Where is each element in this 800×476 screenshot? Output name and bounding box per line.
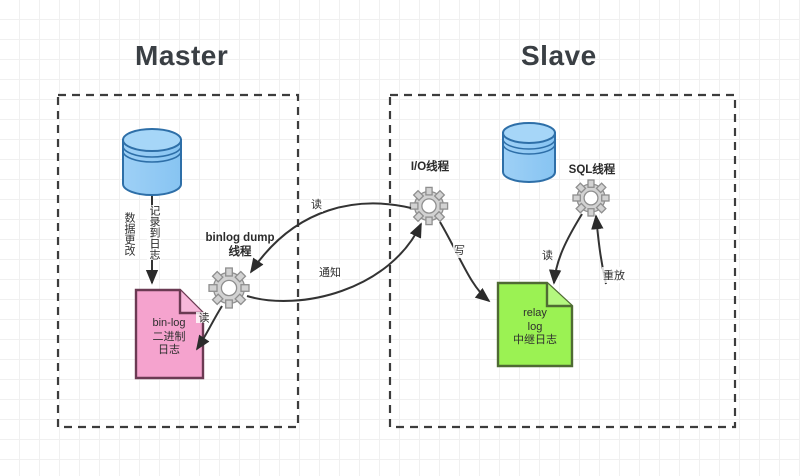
edge-label-replay: 重放 [602, 267, 626, 283]
io-thread-label: I/O线程 [410, 161, 450, 173]
edge-label-record-to-log: 记录到日志 [147, 205, 161, 260]
master-zone-title: Master [135, 40, 229, 71]
binlog-dump-gear-icon [208, 267, 250, 309]
sql-thread-gear-icon [572, 179, 610, 217]
edge-label-read-to-io: 读 [310, 196, 323, 212]
edge-label-data-change: 数据更改 [122, 212, 136, 256]
slave-zone-title: Slave [521, 40, 597, 71]
edge-label-notify: 通知 [318, 264, 342, 280]
binlog-document-icon [134, 288, 205, 380]
arrow-sql-reads-relay [548, 213, 583, 285]
arrow-io-reads-master [249, 202, 412, 274]
edge-label-write-relay: 写 [453, 242, 466, 258]
edge-label-read-relay: 读 [541, 247, 554, 263]
relay-log-document-icon [496, 281, 574, 368]
slave-zone-box [388, 93, 737, 429]
master-database-icon [122, 128, 182, 196]
edge-label-read-binlog: 读 [196, 312, 210, 323]
sql-thread-label: SQL线程 [568, 164, 616, 176]
io-thread-gear-icon [409, 186, 449, 226]
arrow-dump-notifies-io [246, 222, 422, 302]
arrow-dump-reads-binlog [196, 305, 223, 351]
master-zone-box [56, 93, 300, 429]
binlog-dump-thread-label: binlog dump 线程 [205, 232, 275, 258]
slave-database-icon [502, 122, 556, 183]
arrow-io-writes-relay [439, 221, 491, 303]
